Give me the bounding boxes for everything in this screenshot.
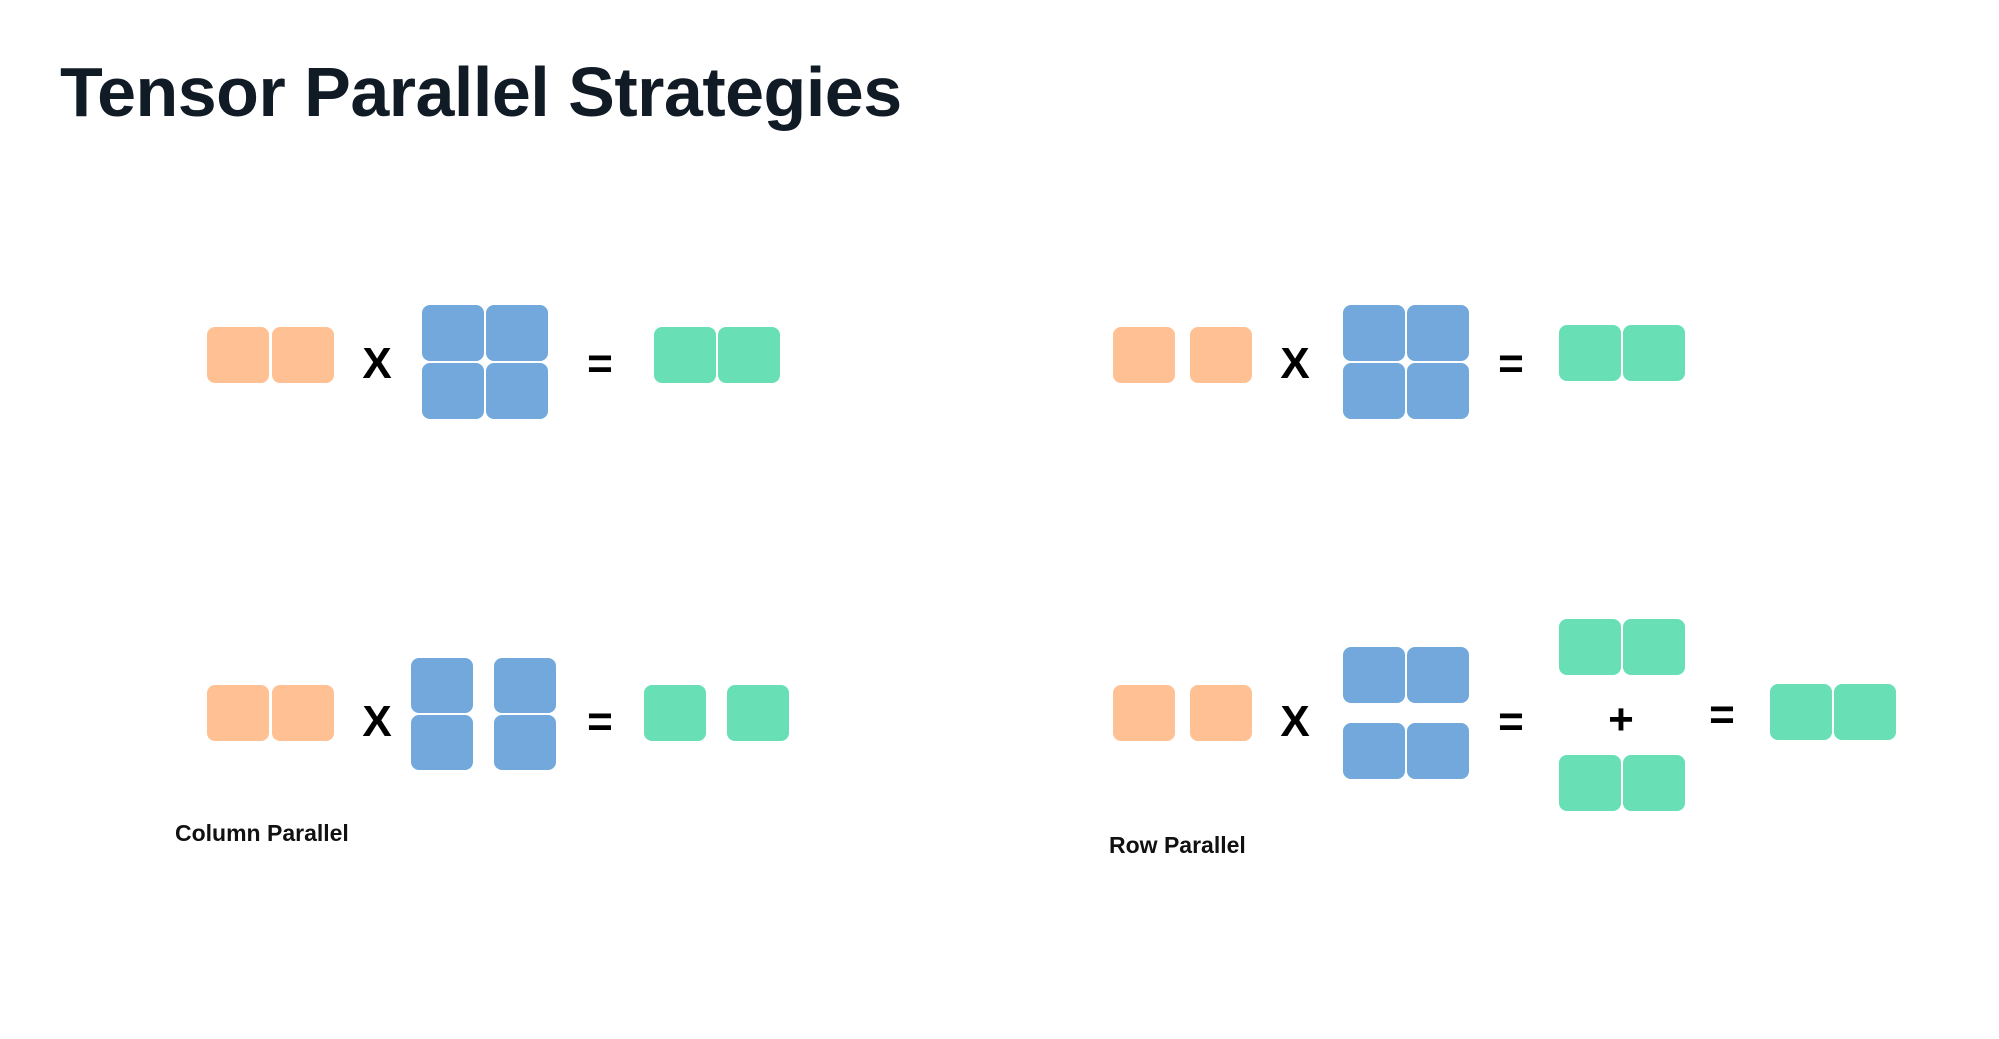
multiply-operator: X	[362, 697, 392, 746]
weight-block	[1407, 363, 1469, 419]
multiply-operator: X	[1280, 697, 1310, 746]
input-block	[1190, 685, 1252, 741]
input-block	[207, 327, 269, 383]
partial-output-block	[1559, 619, 1621, 675]
equals-operator: =	[587, 697, 613, 746]
output-block	[1559, 325, 1621, 381]
output-block	[1770, 684, 1832, 740]
input-block	[1190, 327, 1252, 383]
weight-block	[1343, 305, 1405, 361]
partial-output-block	[1623, 619, 1685, 675]
output-block	[718, 327, 780, 383]
weight-block	[494, 658, 556, 713]
weight-block	[1407, 647, 1469, 703]
weight-block	[1343, 363, 1405, 419]
weight-block	[422, 305, 484, 361]
weight-block	[1343, 647, 1405, 703]
weight-block	[494, 715, 556, 770]
multiply-operator: X	[362, 339, 392, 388]
equals-operator: =	[1709, 690, 1735, 739]
output-block	[644, 685, 706, 741]
weight-block	[411, 658, 473, 713]
weight-block	[422, 363, 484, 419]
weight-block	[486, 363, 548, 419]
weight-block	[1343, 723, 1405, 779]
page-title: Tensor Parallel Strategies	[60, 53, 902, 131]
equals-operator: =	[1498, 339, 1524, 388]
partial-output-block	[1623, 755, 1685, 811]
column-parallel-label: Column Parallel	[175, 820, 349, 846]
row-parallel-label: Row Parallel	[1109, 832, 1246, 858]
input-block	[1113, 327, 1175, 383]
input-block	[207, 685, 269, 741]
weight-block	[1407, 305, 1469, 361]
output-block	[727, 685, 789, 741]
plus-operator: +	[1608, 695, 1634, 744]
equals-operator: =	[587, 339, 613, 388]
output-block	[1623, 325, 1685, 381]
partial-output-block	[1559, 755, 1621, 811]
input-block	[272, 685, 334, 741]
equals-operator: =	[1498, 697, 1524, 746]
input-block	[272, 327, 334, 383]
output-block	[1834, 684, 1896, 740]
weight-block	[411, 715, 473, 770]
weight-block	[1407, 723, 1469, 779]
multiply-operator: X	[1280, 339, 1310, 388]
output-block	[654, 327, 716, 383]
weight-block	[486, 305, 548, 361]
input-block	[1113, 685, 1175, 741]
